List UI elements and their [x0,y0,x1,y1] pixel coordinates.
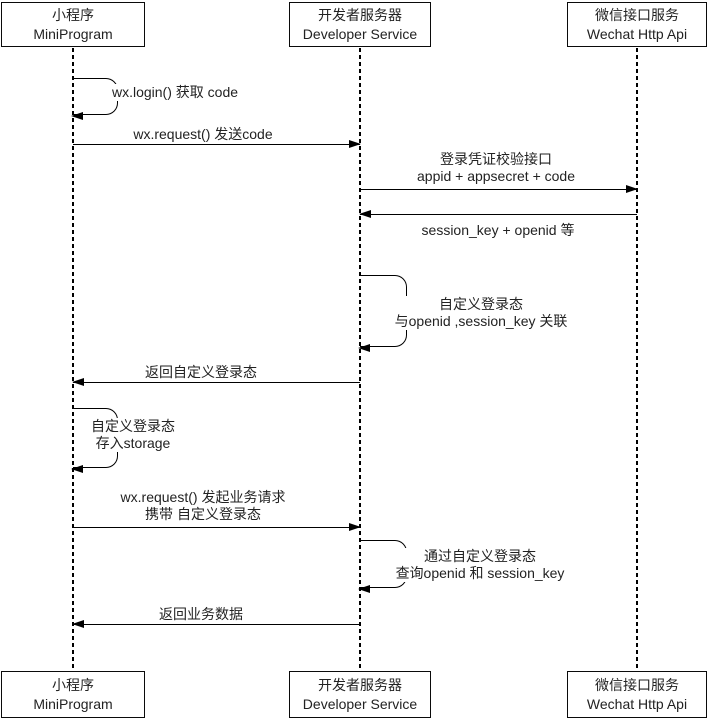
message-text: 通过自定义登录态 [424,548,536,564]
message-text: 自定义登录态 [438,296,523,312]
arrowhead-right-icon [349,523,361,532]
arrowhead-left-icon [71,465,83,474]
lifeline-developer-service [359,48,361,671]
message-text: appid + appsecret + code [416,168,576,184]
actor-name-en: MiniProgram [33,25,113,42]
actor-name-en: Wechat Http Api [586,695,688,712]
message-text: 登录凭证校验接口 [439,151,552,167]
lifeline-wechat-http-api [636,48,638,671]
actor-box-developer-service-top: 开发者服务器 Developer Service [289,2,431,47]
message-label-store-storage: 自定义登录态 存入storage [89,418,177,452]
actor-name-zh: 微信接口服务 [595,6,679,23]
actor-name-zh: 开发者服务器 [318,6,402,23]
actor-box-miniprogram-bottom: 小程序 MiniProgram [1,671,145,718]
message-text: 携带 自定义登录态 [145,506,261,522]
message-label-business-request: wx.request() 发起业务请求 携带 自定义登录态 [118,489,288,523]
message-label-wx-login: wx.login() 获取 code [109,84,241,101]
message-text: wx.request() 发送code [133,126,273,142]
message-text: wx.login() 获取 code [111,84,239,100]
message-label-send-code: wx.request() 发送code [131,126,275,143]
actor-name-zh: 小程序 [52,676,94,693]
message-text: 返回自定义登录态 [145,364,257,380]
lifeline-miniprogram [72,48,74,671]
message-arrow-code2session [360,185,638,194]
arrowhead-left-icon [72,620,84,629]
message-text: 存入storage [95,435,171,451]
message-text: 查询openid 和 session_key [395,565,565,581]
actor-name-en: MiniProgram [33,695,113,712]
arrowhead-left-icon [71,112,83,121]
message-label-query-openid: 通过自定义登录态 查询openid 和 session_key [393,548,567,582]
message-arrow-send-code [73,140,361,149]
arrowhead-right-icon [349,140,361,149]
actor-name-zh: 小程序 [52,6,94,23]
arrowhead-left-icon [358,344,370,353]
arrowhead-left-icon [72,378,84,387]
actor-name-zh: 微信接口服务 [595,676,679,693]
message-text: 返回业务数据 [159,606,243,622]
message-arrow-business-request [73,523,361,532]
arrowhead-left-icon [358,585,370,594]
actor-name-en: Developer Service [302,695,418,712]
message-text: wx.request() 发起业务请求 [120,489,286,505]
message-text: 自定义登录态 [91,418,175,434]
message-text: 与openid ,session_key 关联 [394,313,568,329]
message-label-return-business-data: 返回业务数据 [157,606,245,623]
message-label-return-login-state: 返回自定义登录态 [143,364,259,381]
message-arrow-return-login-state [72,378,360,387]
message-label-session-key: session_key + openid 等 [419,222,577,239]
actor-box-developer-service-bottom: 开发者服务器 Developer Service [289,671,431,718]
actor-box-wechat-http-api-top: 微信接口服务 Wechat Http Api [567,2,707,47]
message-arrow-return-business-data [72,620,360,629]
actor-box-miniprogram-top: 小程序 MiniProgram [1,2,145,47]
arrowhead-left-icon [359,210,371,219]
message-text: session_key + openid 等 [421,222,575,238]
arrowhead-right-icon [626,185,638,194]
message-arrow-session-key [359,210,637,219]
message-label-custom-login: 自定义登录态 与openid ,session_key 关联 [392,296,570,330]
actor-name-en: Developer Service [302,25,418,42]
actor-box-wechat-http-api-bottom: 微信接口服务 Wechat Http Api [567,671,707,718]
actor-name-zh: 开发者服务器 [318,676,402,693]
message-label-code2session: 登录凭证校验接口 appid + appsecret + code [414,151,578,185]
actor-name-en: Wechat Http Api [586,25,688,42]
